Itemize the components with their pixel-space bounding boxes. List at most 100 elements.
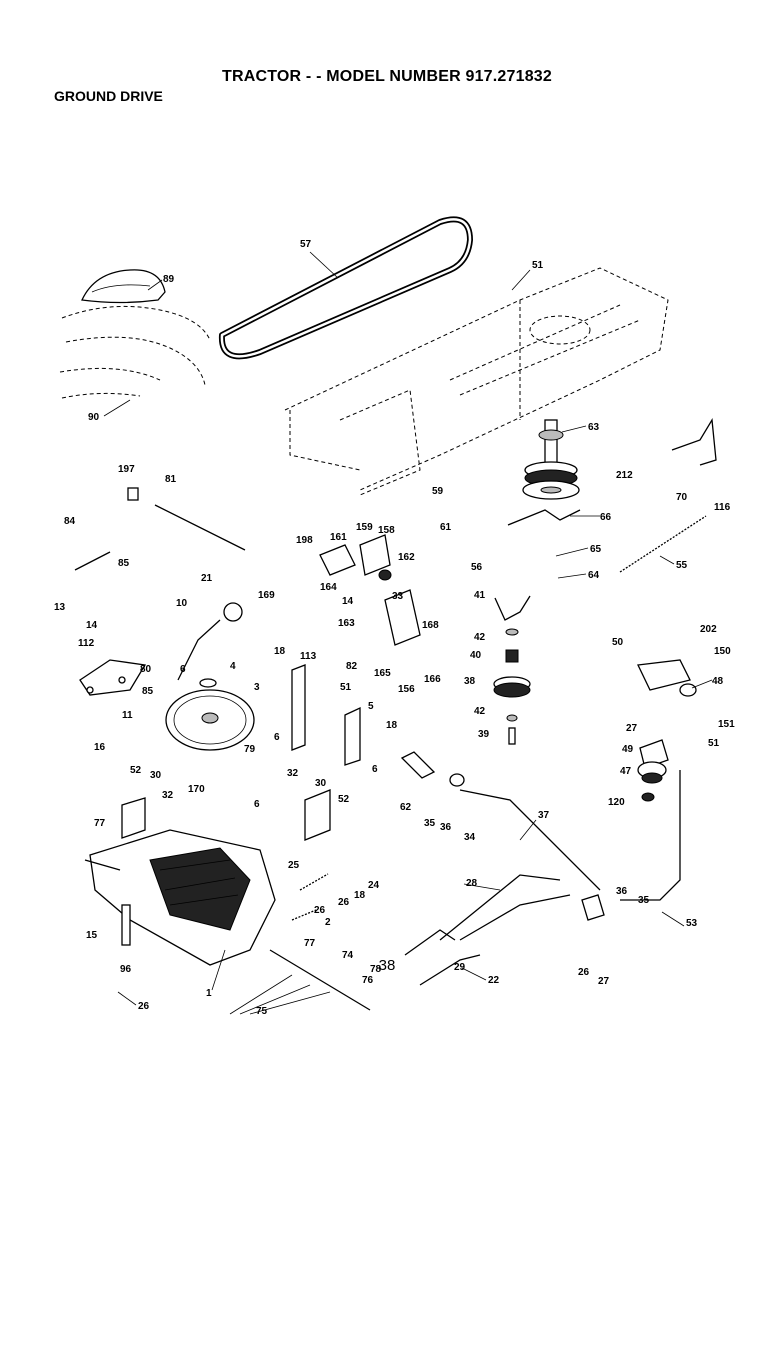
callout-53: 53 [686,918,698,929]
callout-82: 82 [346,661,358,672]
callout-74: 74 [342,950,354,961]
idler-pulley-38 [493,595,531,745]
lift-rod [74,487,246,571]
callout-42: 42 [474,706,486,717]
callout-29: 29 [454,962,466,973]
callout-197: 197 [118,464,135,475]
callout-6: 6 [254,799,260,810]
callout-113: 113 [300,651,317,662]
callout-28: 28 [466,878,478,889]
callout-89: 89 [163,274,175,285]
callout-27: 27 [598,976,610,987]
callout-51: 51 [532,260,544,271]
bracket-80 [79,659,147,696]
callout-13: 13 [54,602,66,613]
callout-166: 166 [424,674,441,685]
callout-4: 4 [230,661,236,672]
callout-32: 32 [287,768,299,779]
brackets-middle [121,664,361,841]
callout-18: 18 [354,890,366,901]
callout-48: 48 [712,676,724,687]
callout-50: 50 [612,637,624,648]
callout-64: 64 [588,570,600,581]
callout-42: 42 [474,632,486,643]
callout-159: 159 [356,522,373,533]
callout-2: 2 [325,917,331,928]
callout-75: 75 [256,1006,268,1017]
callout-40: 40 [470,650,482,661]
frame-outline [284,267,669,496]
callout-22: 22 [488,975,500,986]
callout-41: 41 [474,590,486,601]
callout-47: 47 [620,766,632,777]
bracket-70 [671,417,717,466]
callout-10: 10 [176,598,188,609]
callout-11: 11 [122,710,133,721]
callout-63: 63 [588,422,600,433]
callout-6: 6 [372,764,378,775]
callout-59: 59 [432,486,444,497]
callout-35: 35 [638,895,650,906]
section-title: GROUND DRIVE [54,88,163,104]
callout-78: 78 [370,964,382,975]
callout-51: 51 [340,682,352,693]
callout-52: 52 [338,794,350,805]
brake-assembly [581,659,697,921]
callout-70: 70 [676,492,688,503]
callout-18: 18 [274,646,286,657]
callout-26: 26 [578,967,590,978]
exploded-parts-diagram: 57 89 90 51 63 212 70 116 197 81 84 59 6… [54,216,735,1017]
callout-27: 27 [626,723,638,734]
callout-56: 56 [471,562,483,573]
callout-30: 30 [315,778,327,789]
callout-34: 34 [464,832,476,843]
callout-170: 170 [188,784,205,795]
callout-85: 85 [118,558,130,569]
callout-51: 51 [708,738,720,749]
transaxle [84,829,371,1011]
callout-5: 5 [368,701,374,712]
shift-lever [177,602,243,681]
callout-38: 38 [464,676,476,687]
callout-39: 39 [478,729,490,740]
callout-33: 33 [392,591,404,602]
callout-62: 62 [400,802,412,813]
page-number: 38 [378,957,396,974]
callout-61: 61 [440,522,452,533]
transmission-pulley [165,678,255,751]
callout-165: 165 [374,668,391,679]
callout-151: 151 [718,719,735,730]
callout-18: 18 [386,720,398,731]
callout-30: 30 [150,770,162,781]
callout-77: 77 [94,818,106,829]
pulley-63 [522,419,580,500]
callout-96: 96 [120,964,132,975]
callout-6: 6 [180,664,186,675]
callout-14: 14 [342,596,354,607]
clutch-bracket-assembly [319,534,421,646]
callout-212: 212 [616,470,633,481]
callout-66: 66 [600,512,612,523]
callout-26: 26 [138,1001,150,1012]
callout-120: 120 [608,797,625,808]
callout-80: 80 [140,664,152,675]
hood-part [59,269,211,399]
callout-161: 161 [330,532,347,543]
callout-81: 81 [165,474,177,485]
callout-79: 79 [244,744,256,755]
spring-25 [291,873,329,921]
callout-26: 26 [314,905,326,916]
callout-162: 162 [398,552,415,563]
leader-lines [103,251,713,1015]
callout-158: 158 [378,525,395,536]
spring-55 [619,515,707,573]
callout-6: 6 [274,732,280,743]
callout-21: 21 [201,573,213,584]
callout-76: 76 [362,975,374,986]
callout-26: 26 [338,897,350,908]
callout-49: 49 [622,744,634,755]
idler-arm [507,509,581,526]
callout-57: 57 [300,239,312,250]
callout-116: 116 [714,502,731,513]
page-title: TRACTOR - - MODEL NUMBER 917.271832 [221,68,553,85]
